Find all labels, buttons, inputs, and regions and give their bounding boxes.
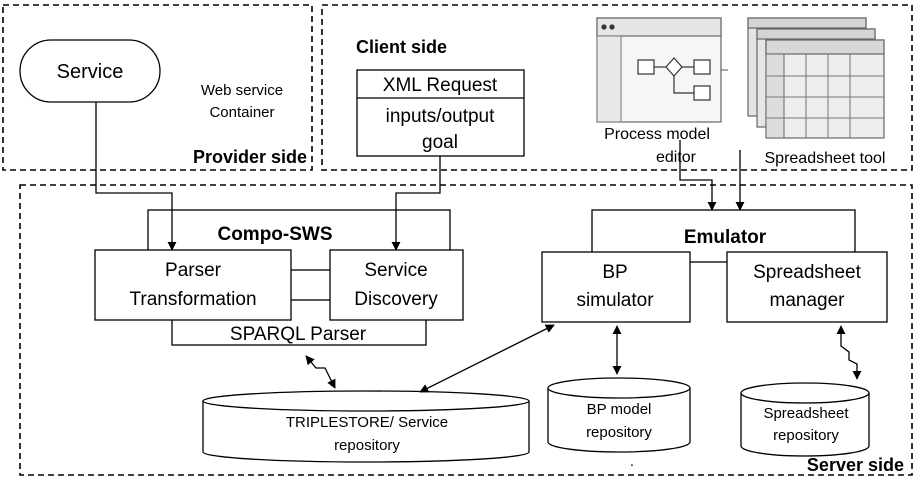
inputs-output-label: inputs/output	[386, 106, 496, 127]
triplestore-label-line2: repository	[334, 437, 400, 454]
spreadsheet-repo-label-line1: Spreadsheet	[763, 405, 849, 422]
server-side-label: Server side	[807, 455, 904, 475]
compo-sws-label: Compo-SWS	[217, 224, 332, 245]
bp-model-label-line2: repository	[586, 424, 652, 441]
discovery-label-line1: Service	[364, 260, 427, 281]
spreadsheet-tool-icon	[747, 17, 885, 139]
sparql-parser-label: SPARQL Parser	[230, 324, 367, 345]
spreadsheet-manager-label-line2: manager	[770, 290, 846, 311]
spreadsheet-tool-label: Spreadsheet tool	[765, 150, 886, 167]
emulator-label: Emulator	[684, 227, 767, 248]
triplestore-cylinder	[202, 390, 530, 463]
client-to-discovery-arrow	[391, 156, 441, 251]
service-to-parser-arrow	[95, 102, 177, 251]
bp-model-label-line1: BP model	[587, 401, 652, 418]
editor-to-emulator-arrow	[679, 140, 717, 211]
triplestore-label-line1: TRIPLESTORE/ Service	[286, 414, 448, 431]
parser-transformation-box	[94, 249, 292, 321]
discovery-label-line2: Discovery	[354, 289, 438, 310]
xml-request-box	[356, 69, 525, 157]
client-side-label: Client side	[356, 37, 447, 57]
xml-request-label: XML Request	[383, 75, 498, 96]
bp-model-repository-cylinder	[547, 377, 691, 453]
service-box	[19, 39, 161, 103]
server-side-region	[19, 184, 913, 476]
spreadsheet-repo-label-line2: repository	[773, 427, 839, 444]
bp-simulator-label-line1: BP	[602, 262, 627, 283]
spreadsheet-manager-label-line1: Spreadsheet	[753, 262, 861, 283]
service-discovery-box	[329, 249, 464, 321]
process-model-label-line1: Process model	[604, 126, 710, 143]
service-label: Service	[57, 61, 124, 83]
parser-label-line1: Parser	[165, 260, 222, 281]
container-label-line2: Container	[209, 104, 274, 121]
process-model-editor-icon	[596, 17, 728, 123]
container-label-line1: Web service	[201, 82, 283, 99]
process-model-label-line2: editor	[656, 149, 697, 166]
spreadsheet-manager-box	[726, 251, 888, 323]
spreadsheet-repository-cylinder	[740, 382, 870, 457]
parser-label-line2: Transformation	[129, 289, 256, 310]
provider-side-label: Provider side	[193, 147, 307, 167]
bp-simulator-label-line2: simulator	[576, 290, 654, 311]
bp-simulator-box	[541, 251, 691, 323]
spreadsheet-manager-repo-arrow	[836, 325, 862, 380]
client-side-region	[321, 4, 913, 171]
provider-side-region	[2, 4, 313, 171]
stray-dot: .	[630, 453, 634, 470]
sparql-triplestore-arrow	[305, 355, 336, 389]
bp-simulator-triplestore-arrow	[419, 324, 555, 393]
goal-label: goal	[422, 132, 458, 153]
